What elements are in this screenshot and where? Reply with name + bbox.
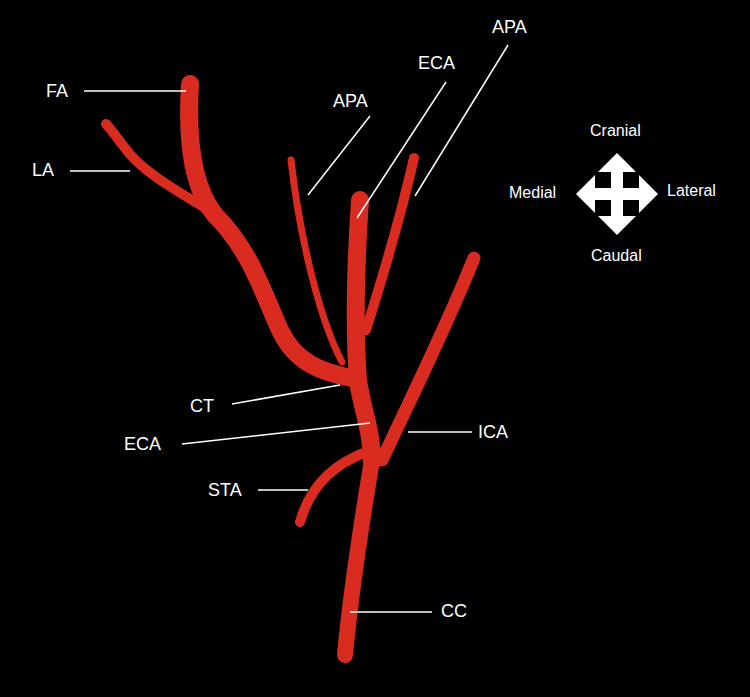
orientation-cross [576, 153, 658, 235]
direction-label: Caudal [591, 248, 642, 264]
direction-label: Medial [509, 185, 556, 201]
common-carotid [345, 460, 372, 655]
ascending-pharyngeal [291, 160, 342, 362]
ascending-pharyngeal [366, 158, 414, 330]
direction-label: Lateral [667, 183, 716, 199]
artery-label: ECA [124, 435, 161, 453]
artery-label: FA [46, 82, 68, 100]
internal-carotid [382, 258, 474, 460]
artery-label: ICA [478, 423, 508, 441]
leader-lines [70, 45, 508, 612]
artery-label: LA [32, 161, 54, 179]
direction-label: Cranial [590, 123, 641, 139]
artery-label: ECA [418, 54, 455, 72]
artery-label: APA [333, 92, 368, 110]
superior-thyroid [300, 452, 366, 522]
artery-label: STA [208, 481, 242, 499]
facial-artery [189, 84, 352, 378]
artery-label: CT [190, 397, 214, 415]
artery-label: APA [492, 18, 527, 36]
lingual-artery [106, 124, 212, 212]
artery-label: CC [441, 602, 467, 620]
